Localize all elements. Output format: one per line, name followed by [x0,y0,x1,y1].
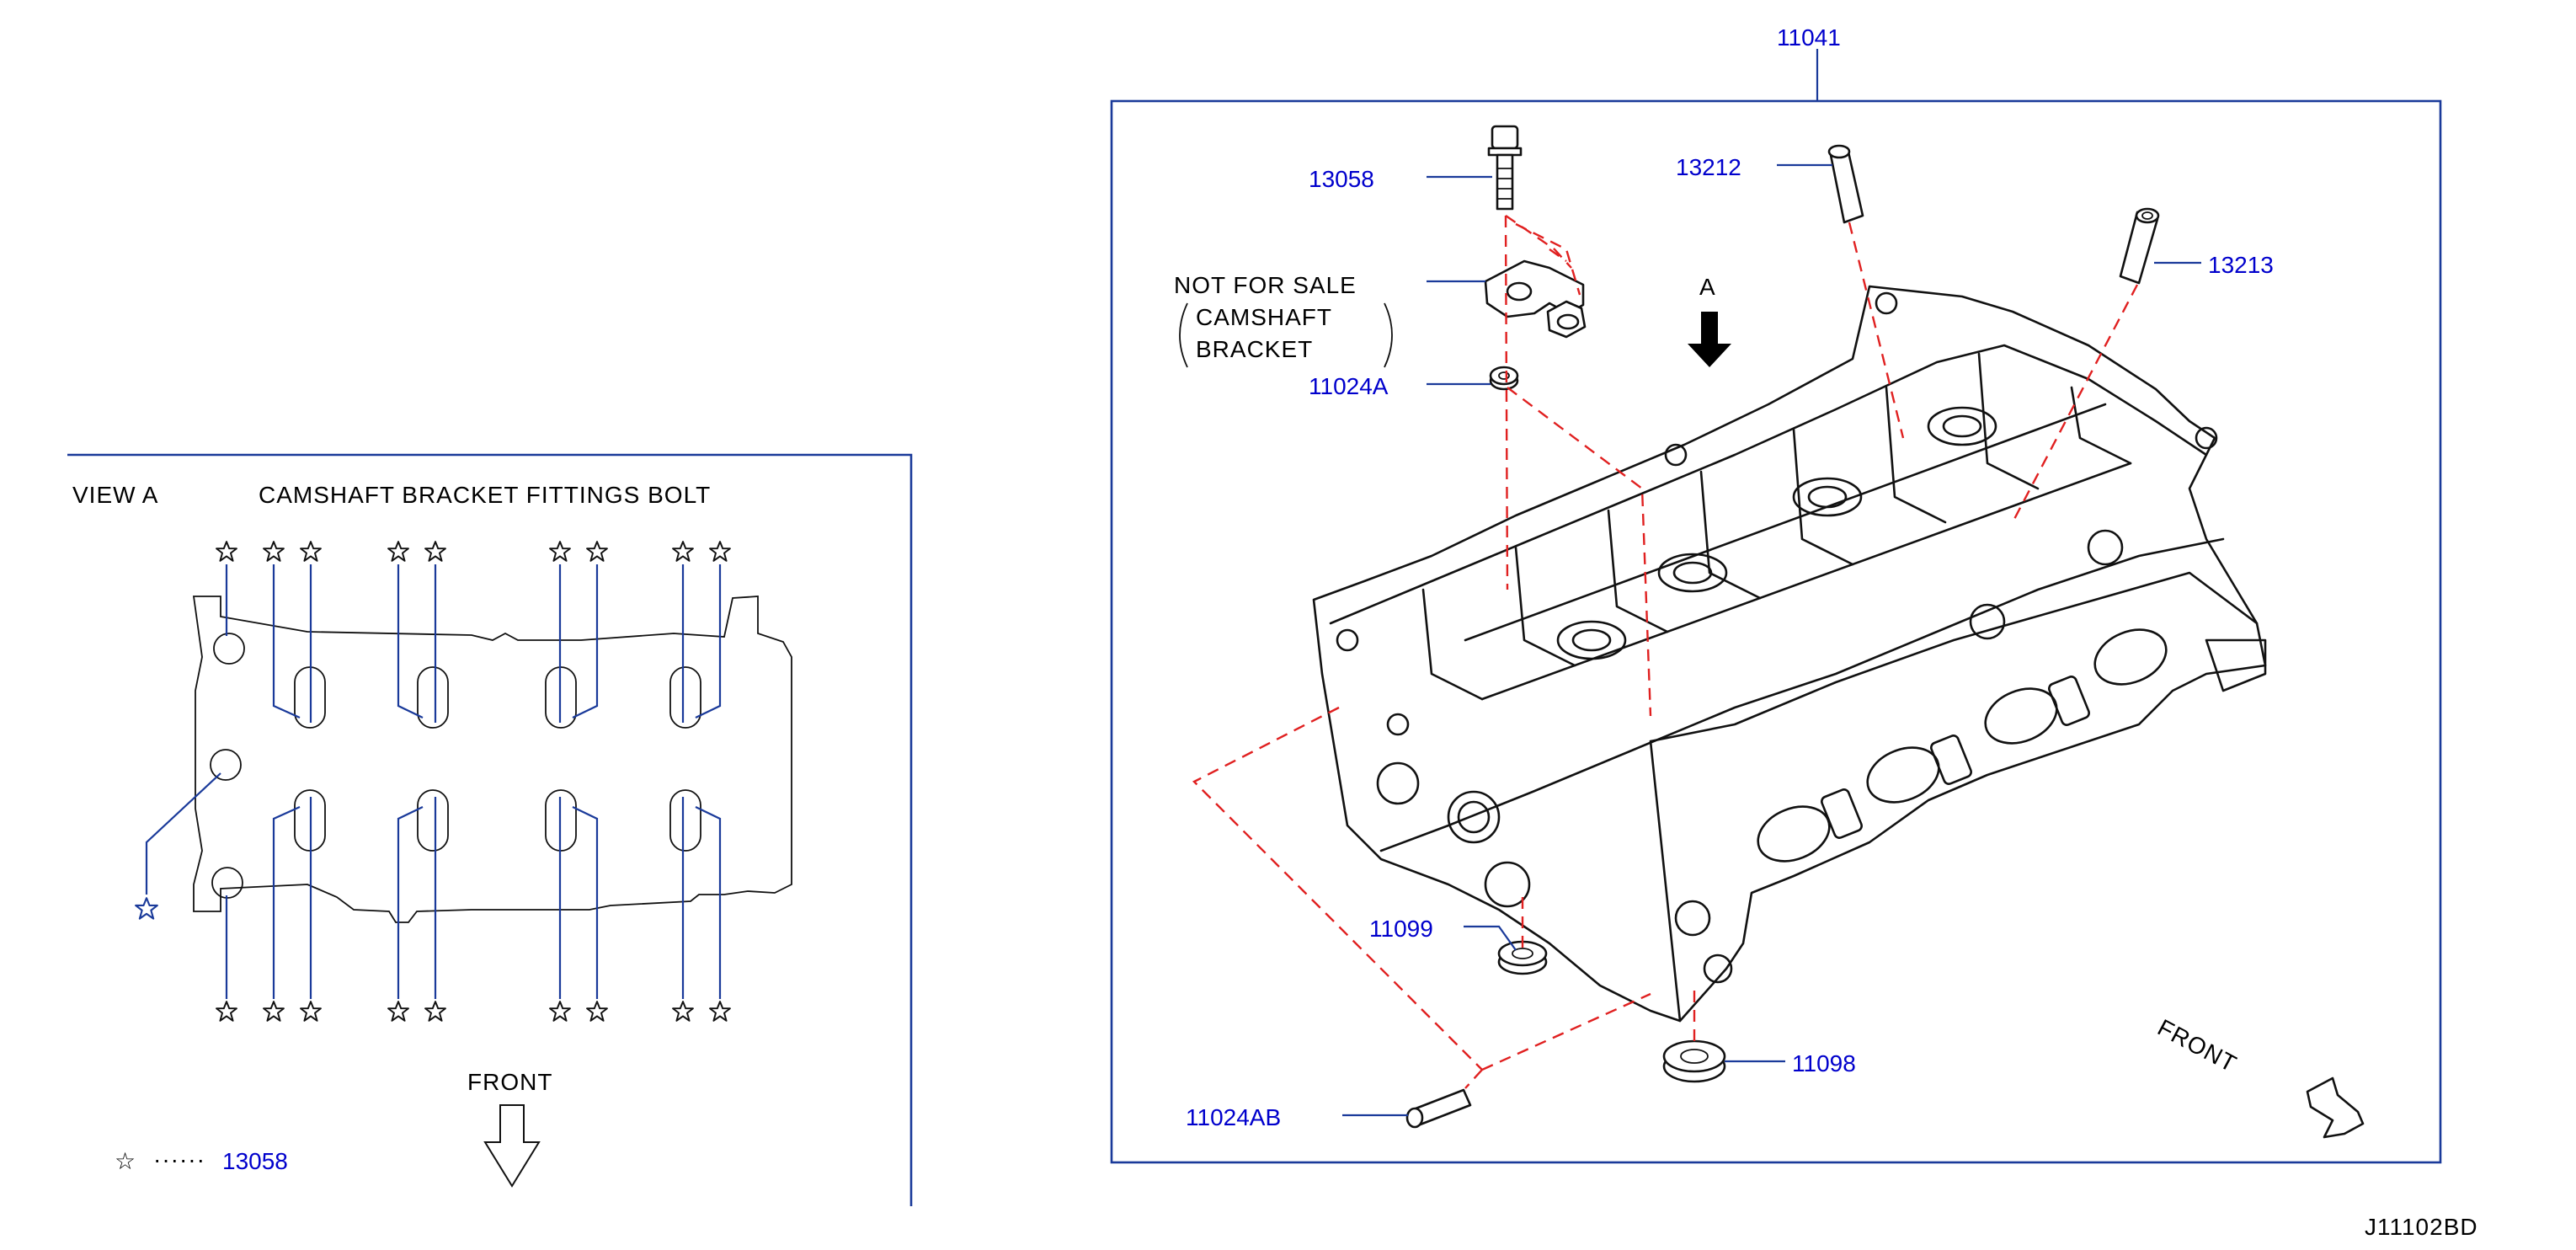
bolt-markers-bottom [216,1001,731,1022]
callout-11041: 11041 [1777,24,1841,51]
view-a-frame [67,453,913,1206]
view-a-front-label: FRONT [467,1069,552,1095]
assembly-leader-lines [1342,163,2201,1117]
pin-13212 [1827,144,1864,224]
not-for-sale-line2: CAMSHAFT [1196,304,1332,330]
not-for-sale-line1: NOT FOR SALE [1174,272,1357,298]
assembly-hidden-lines [1192,215,2139,1089]
callout-13058: 13058 [1309,166,1374,192]
view-a-subtitle: CAMSHAFT BRACKET FITTINGS BOLT [259,482,711,508]
bolt-hole-front [211,867,243,899]
callout-13212: 13212 [1676,154,1741,180]
view-a-title: VIEW A [72,482,158,508]
cylinder-head [1312,285,2267,1023]
callout-11098: 11098 [1792,1050,1856,1076]
view-a-panel: VIEW A CAMSHAFT BRACKET FITTINGS BOLT [67,453,913,1206]
legend-part-number: 13058 [222,1148,288,1174]
callout-13213: 13213 [2208,252,2274,278]
callout-11024A: 11024A [1309,373,1389,399]
front-arrow-down-icon [483,1104,541,1188]
callout-11099: 11099 [1369,916,1433,942]
dowel-11024A [1489,366,1519,391]
not-for-sale-line3: BRACKET [1196,336,1313,362]
legend-dots: ······ [153,1146,205,1173]
view-a-arrow-icon [1688,312,1731,367]
seal-11099 [1497,940,1548,975]
legend-star-icon: ☆ [115,1148,136,1174]
journal-row-upper [294,666,701,729]
journal-row-lower [294,789,701,852]
bolt-hole-side [210,749,242,781]
left-paren [1179,302,1188,368]
seal-11098 [1662,1039,1726,1083]
diagram-code: J11102BD [2365,1214,2478,1240]
front-arrow-icon [2306,1076,2365,1139]
right-paren [1384,302,1393,368]
view-a-leader-lines [145,564,722,999]
bolt-hole-rear [213,633,245,665]
dowel-11024AB [1405,1088,1472,1129]
bolt-markers-top [216,541,731,562]
assembly-frame [1110,99,2442,1164]
legend: ☆ ······ 13058 [115,1146,288,1174]
bolt-13058 [1487,125,1523,211]
pin-13213 [2119,207,2160,285]
bolt-marker-side [135,897,158,920]
not-for-sale-note: NOT FOR SALE CAMSHAFT BRACKET [1174,272,1393,368]
callout-11024AB: 11024AB [1186,1104,1281,1130]
camshaft-bracket-outline [192,596,792,923]
assembly-front-label: FRONT [2153,1014,2241,1077]
view-a-marker-label: A [1699,274,1716,300]
camshaft-bracket-part [1484,259,1587,339]
main-assembly-panel: 11041 [1110,24,2442,1164]
